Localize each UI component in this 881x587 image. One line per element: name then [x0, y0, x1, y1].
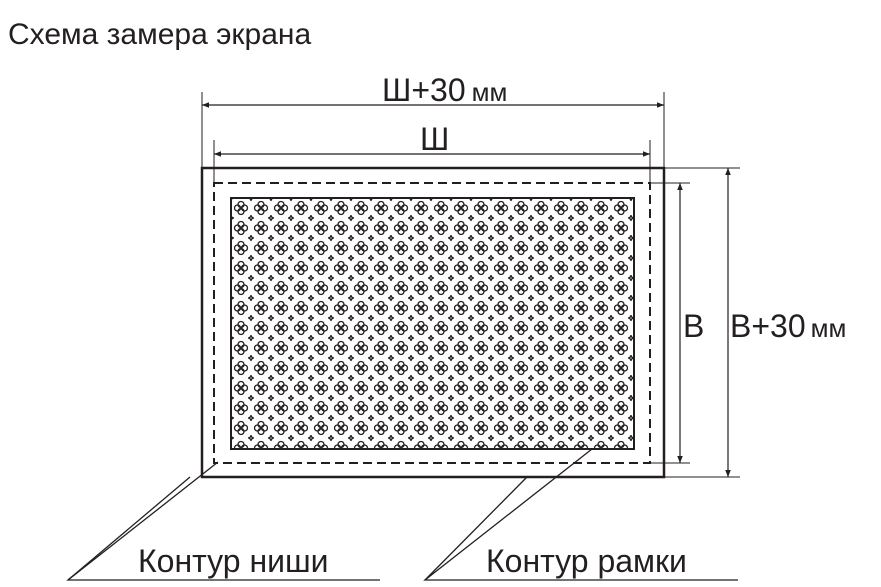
inner-height-label: В: [683, 308, 704, 344]
niche-leader: [66, 461, 380, 581]
frame-contour-label: Контур рамки: [486, 543, 687, 579]
outer-frame: [200, 166, 666, 479]
lattice-panel: [230, 197, 635, 450]
niche-contour-dashed: [213, 182, 651, 464]
inner-width-label: Ш: [420, 121, 449, 157]
frame-leader: [423, 448, 738, 581]
niche-contour-label: Контур ниши: [138, 543, 329, 579]
diagram-title: Схема замера экрана: [8, 18, 312, 51]
